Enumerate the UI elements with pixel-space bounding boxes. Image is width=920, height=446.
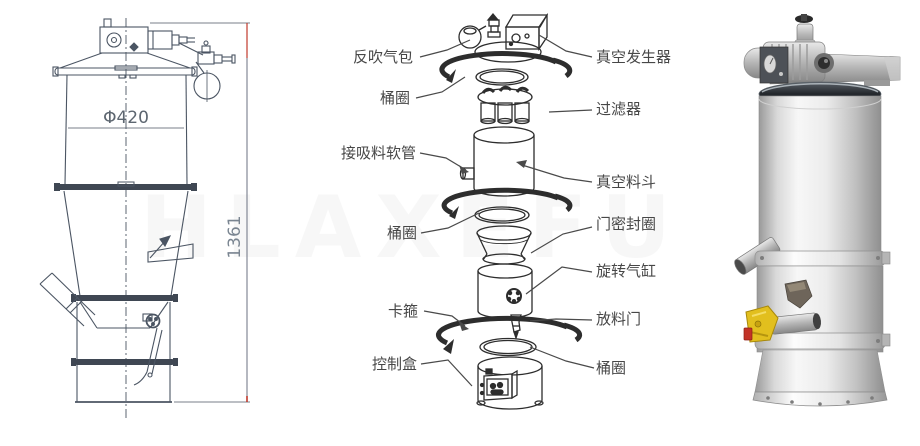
height-dimension: 1361: [225, 215, 245, 258]
discharge-valve-drawing: [133, 313, 163, 386]
barrel-ring-3: [479, 337, 537, 357]
height-dimension-lines: [150, 22, 250, 403]
inlet-pipe-drawing: [39, 272, 96, 327]
flow-arrow-drawing: [147, 235, 194, 263]
label-door-seal-ring: 门密封圈: [596, 215, 656, 233]
clamp-band-3-drawing: [71, 358, 178, 366]
cone-section-drawing: [63, 190, 189, 297]
label-clamp: 卡箍: [388, 302, 418, 320]
photo-clamp-band-2: [754, 332, 891, 350]
label-rotary-cylinder: 旋转气缸: [596, 262, 656, 280]
photo-upper-barrel: [758, 95, 882, 255]
label-blowback-airbag: 反吹气包: [353, 48, 413, 66]
control-box-assembly: [476, 356, 544, 410]
product-photo: [734, 14, 901, 407]
lower-cylinder-drawing: [75, 301, 172, 403]
photo-clamp-band-1: [754, 250, 891, 267]
barrel-ring-2: [474, 206, 530, 224]
clamp-band-1-drawing: [54, 181, 197, 191]
filter-assembly: [477, 85, 533, 125]
label-barrel-ring-2: 桶圈: [387, 224, 417, 242]
rotary-cylinder-part: [477, 263, 533, 319]
photo-yellow-valve: [743, 305, 779, 343]
label-vacuum-hopper: 真空料斗: [596, 173, 656, 191]
photo-red-tag: [743, 327, 753, 341]
exploded-diagram: 反吹气包 桶圈 接吸料软管 桶圈 卡箍 控制盒 真空发生器 过滤器 真空料斗 门…: [341, 12, 671, 410]
leader-lines: [415, 34, 595, 387]
clamp-ring-2: [441, 187, 573, 219]
clamp-ring-3: [436, 315, 583, 354]
barrel-ring-1: [475, 68, 529, 86]
photo-base: [752, 349, 888, 407]
label-control-box: 控制盒: [372, 355, 417, 373]
vacuum-generator-drawing: [99, 18, 195, 54]
label-suction-hose: 接吸料软管: [341, 144, 416, 162]
label-barrel-ring-3: 桶圈: [596, 359, 626, 377]
label-filter: 过滤器: [596, 100, 641, 118]
technical-drawing: Φ420: [39, 18, 250, 420]
vacuum-hopper-part: [459, 126, 535, 197]
blowback-airbag-assembly: [458, 12, 549, 63]
diameter-dimension: Φ420: [103, 108, 149, 128]
door-seal-part: [476, 225, 532, 265]
photo-discharge-stub: [769, 312, 821, 335]
label-discharge-door: 放料门: [596, 310, 641, 328]
label-vacuum-generator: 真空发生器: [596, 48, 671, 66]
photo-vacuum-generator: [743, 14, 901, 86]
hopper-body-drawing: [64, 74, 188, 185]
label-barrel-ring-1: 桶圈: [380, 89, 410, 107]
clamp-ring-1: [439, 51, 573, 83]
pressure-valve-drawing: [178, 40, 236, 102]
lid-drawing: [52, 52, 198, 79]
clamp-band-2-drawing: [71, 294, 178, 302]
